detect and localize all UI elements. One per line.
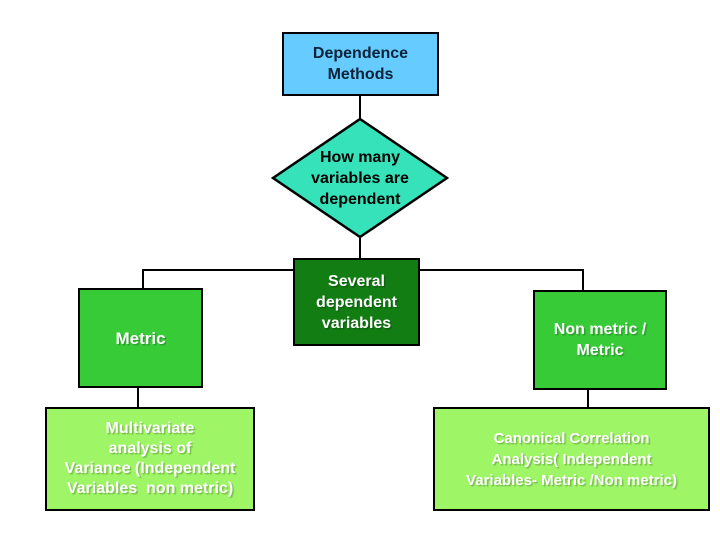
- node-decision-label-wrap: How many variables are dependent: [285, 145, 435, 211]
- node-canonical-correlation-label: Canonical Correlation Analysis( Independ…: [466, 429, 677, 489]
- connector-decision-to-several: [359, 236, 361, 260]
- node-metric: Metric: [78, 288, 203, 388]
- diamond-shape: [270, 117, 450, 239]
- connector-branch-left-drop: [142, 269, 144, 290]
- node-metric-label: Metric: [115, 328, 166, 348]
- connector-nonmetric-to-canonical: [587, 388, 589, 408]
- node-dependence-methods: Dependence Methods: [282, 32, 439, 96]
- connector-root-to-decision: [359, 96, 361, 119]
- node-decision-diamond: [270, 117, 450, 239]
- node-multivariate-anova: Multivariate analysis of Variance (Indep…: [45, 407, 255, 511]
- connector-branch-right-drop: [582, 269, 584, 292]
- node-dependence-methods-label: Dependence Methods: [312, 45, 409, 83]
- node-non-metric-metric-label: Non metric / Metric: [553, 321, 647, 359]
- node-multivariate-anova-label: Multivariate analysis of Variance (Indep…: [64, 420, 236, 497]
- connector-metric-to-manova: [137, 386, 139, 408]
- node-several-dependent-variables-label: Several dependent variables: [316, 272, 397, 332]
- node-non-metric-metric: Non metric / Metric: [533, 290, 667, 390]
- node-canonical-correlation: Canonical Correlation Analysis( Independ…: [433, 407, 710, 511]
- node-decision-label: How many variables are dependent: [311, 148, 409, 208]
- node-several-dependent-variables: Several dependent variables: [293, 258, 420, 346]
- connector-branch-left-horizontal: [142, 269, 295, 271]
- connector-branch-right-horizontal: [419, 269, 584, 271]
